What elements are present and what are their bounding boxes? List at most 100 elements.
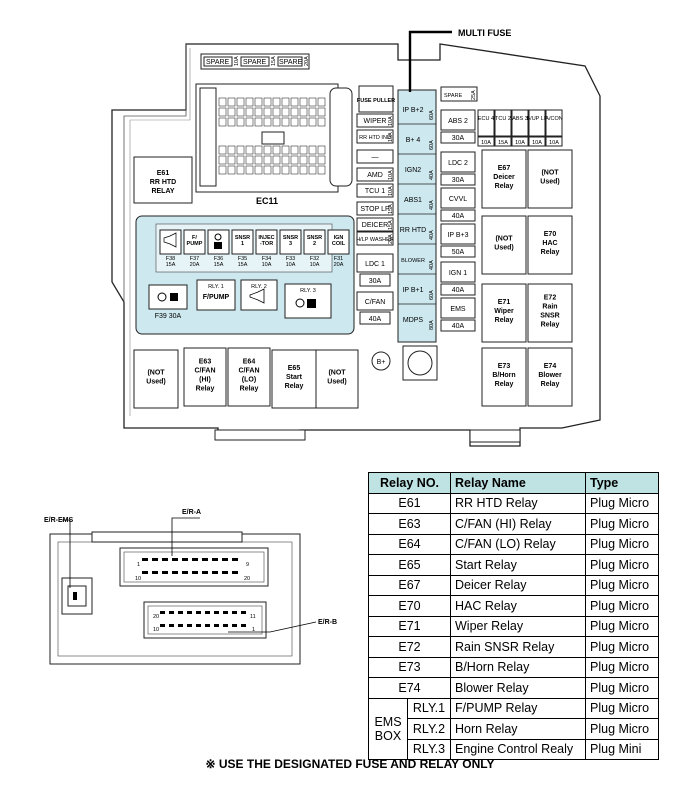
b-plus-label: B+ <box>377 359 386 366</box>
mini-fuse-amp: 10A <box>515 140 525 146</box>
relay-no: RLY.2 <box>407 718 451 740</box>
spare-label: SPARE <box>206 59 230 66</box>
multi-fuse-amp: 40A <box>429 230 435 240</box>
multi-fuse-amp: 60A <box>429 110 435 120</box>
ems-fuse <box>159 229 182 255</box>
fuse-code: F32 <box>310 256 319 262</box>
pin <box>241 611 246 614</box>
relay <box>315 349 359 409</box>
table-header-row: Relay NO. Relay Name Type <box>368 472 659 494</box>
horn-icon <box>163 232 177 248</box>
fuse-amp: 30A <box>369 278 382 285</box>
pin <box>169 624 174 627</box>
spare-amp: 25A <box>471 90 477 100</box>
fuse-name: CVVL <box>449 196 467 203</box>
fuse-amp: 15A <box>388 220 394 230</box>
right-fuse-amp-box <box>440 173 476 186</box>
pin <box>232 571 238 574</box>
fuse-amp: 20A <box>190 262 200 268</box>
fuse-code: F36 <box>214 256 223 262</box>
ec11-pin <box>245 97 254 107</box>
ec11-pin <box>308 145 317 155</box>
side-fuse <box>356 113 394 128</box>
pin <box>160 624 165 627</box>
horn-icon <box>249 288 265 304</box>
pin <box>222 571 228 574</box>
mini-fuse <box>545 109 563 137</box>
ec11-pin <box>218 107 227 117</box>
pin <box>142 558 148 561</box>
pin <box>212 571 218 574</box>
table-row: E72 Rain SNSR Relay Plug Micro <box>368 636 659 658</box>
relay <box>271 349 317 409</box>
mini-fuse-name: TCU 2 <box>495 116 511 122</box>
label-er-b: E/R-B <box>318 619 337 626</box>
ec11-pin <box>263 165 272 175</box>
relay <box>481 347 527 407</box>
ems-fuse <box>327 229 350 255</box>
ec11-label: EC11 <box>256 196 278 206</box>
ec11-pin <box>227 165 236 175</box>
connector-er-a: 1 9 10 20 E/R-A <box>119 509 269 587</box>
multi-fuse-name: ABS1 <box>404 197 422 204</box>
ec11-pin <box>290 155 299 165</box>
ec11-pin <box>272 97 281 107</box>
multi-fuse-name: BLOWER <box>401 258 425 264</box>
fuse-amp: 20A <box>388 234 394 244</box>
pin <box>172 558 178 561</box>
mini-fuse-name: ECU 4 <box>478 116 494 122</box>
pin <box>232 558 238 561</box>
fuse-name: EMS <box>450 306 466 313</box>
ec11-pin <box>218 117 227 127</box>
ec11-pin <box>245 117 254 127</box>
relay-type: Plug Micro <box>585 554 659 576</box>
ems-fuse <box>303 229 326 255</box>
fuse-name: IGN 1 <box>449 270 467 277</box>
fuse-amp: 10A <box>388 186 394 196</box>
ems-rly2-label: RLY. 2 <box>251 284 267 290</box>
ec11-pin <box>272 155 281 165</box>
pin-label: 1 <box>252 627 255 633</box>
ec11-pin <box>236 97 245 107</box>
table-row: E70 HAC Relay Plug Micro <box>368 595 659 617</box>
mini-fuse-amp: 10A <box>549 140 559 146</box>
fuse-name: — <box>372 154 379 161</box>
label-er-a: E/R-A <box>182 509 201 516</box>
right-spare: SPARE 25A <box>440 86 478 102</box>
ec11-pin <box>317 145 326 155</box>
connector-diagram: E/R-EMS 1 9 10 20 E/R-A 20 11 10 1 E/R-B <box>44 509 337 665</box>
pin <box>172 571 178 574</box>
pin <box>196 611 201 614</box>
ec11-pin <box>245 107 254 117</box>
relay-type: Plug Micro <box>585 595 659 617</box>
fuse-amp: 20A <box>334 262 344 268</box>
ec11-pin <box>254 145 263 155</box>
table-row: RLY.3 Engine Control Realy Plug Mini <box>369 738 659 760</box>
relay-type: Plug Micro <box>585 718 659 740</box>
ec11-pin <box>281 145 290 155</box>
relay-no: E71 <box>368 615 451 637</box>
relay-table: Relay NO. Relay Name Type E61 RR HTD Rel… <box>368 472 659 760</box>
mini-fuse-amp-box <box>494 136 512 147</box>
relay <box>481 283 527 343</box>
pin <box>160 611 165 614</box>
mini-fuse <box>494 109 512 137</box>
spare-amp: 15A <box>271 56 277 66</box>
side-fuse <box>356 129 394 144</box>
relay-name: RR HTD <box>150 179 176 186</box>
multi-fuse-name: IP B+1 <box>402 287 423 294</box>
fuse-amp: 40A <box>452 213 465 220</box>
side-fuse <box>356 183 394 198</box>
relay-no: E70 <box>368 595 451 617</box>
